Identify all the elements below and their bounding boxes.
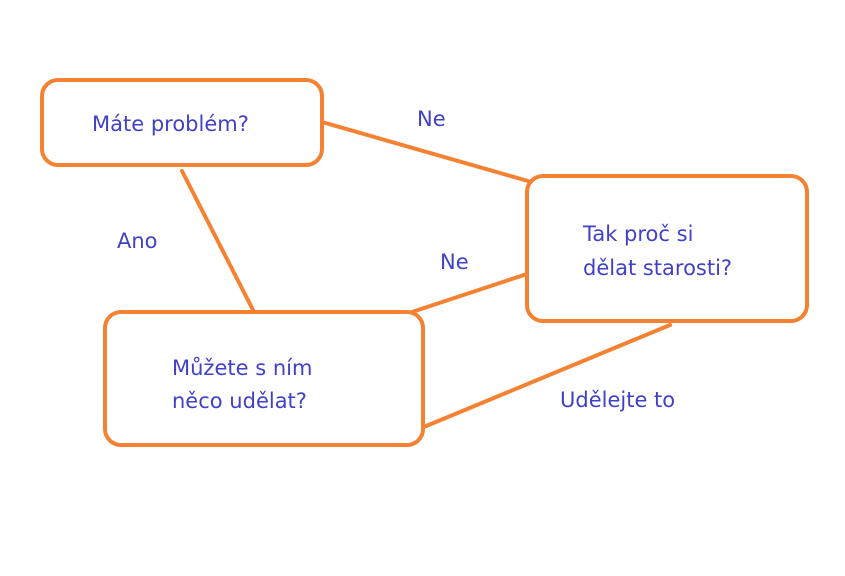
- node-why-worry-text-line-2: dělat starosti?: [583, 256, 732, 280]
- edge-problem-to-why-worry: [320, 120, 530, 183]
- edge-label-can-do-to-why-worry-no: Ne: [440, 250, 469, 274]
- node-why-worry: [525, 174, 809, 323]
- edge-can-do-to-why-worry-do: [417, 323, 672, 431]
- edge-label-problem-to-can-do: Ano: [117, 229, 158, 253]
- node-can-do-text-line-2: něco udělat?: [172, 389, 307, 413]
- edge-problem-to-can-do: [180, 169, 255, 312]
- node-problem-text: Máte problém?: [92, 112, 249, 136]
- edge-label-problem-to-why-worry: Ne: [417, 107, 446, 131]
- edge-label-can-do-to-why-worry-do: Udělejte to: [560, 388, 675, 412]
- edge-can-do-to-why-worry-no: [410, 272, 529, 314]
- node-can-do: [103, 310, 425, 447]
- node-can-do-text-line-1: Můžete s ním: [172, 356, 312, 380]
- node-problem: [40, 78, 324, 167]
- node-why-worry-text-line-1: Tak proč si: [582, 222, 693, 246]
